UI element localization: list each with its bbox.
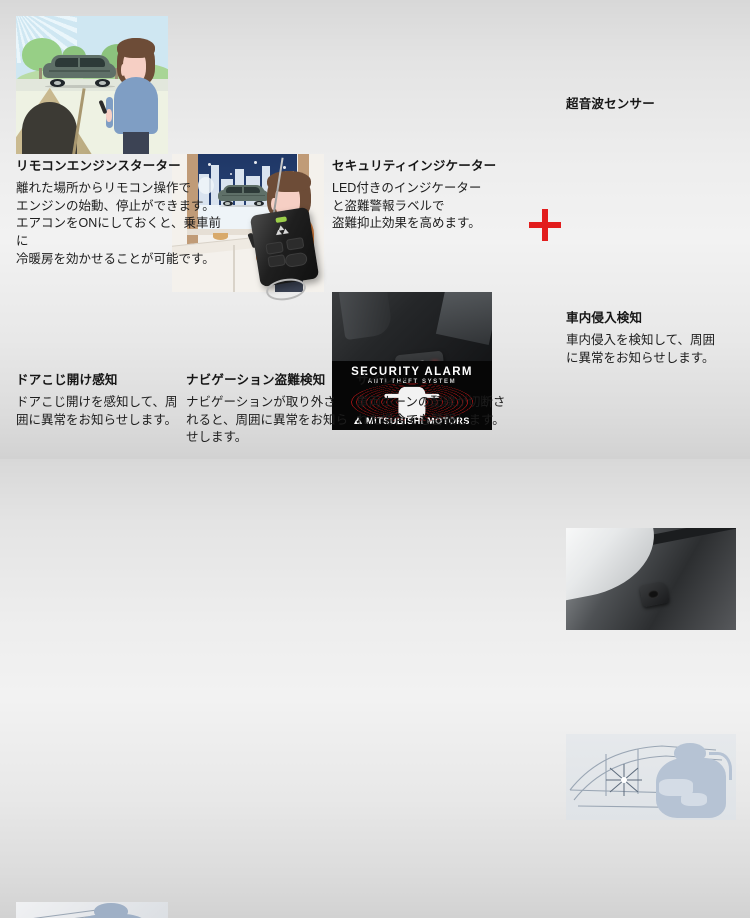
status-led — [275, 216, 288, 223]
remote-starter-line-1: 離れた場所からリモコン操作で — [16, 180, 192, 195]
fob-button-aux[interactable] — [267, 254, 286, 269]
remote-starter-line-2: エンジンの始動、停止ができます。 — [16, 198, 215, 213]
mitsubishi-brand: MITSUBISHI MOTORS — [332, 416, 492, 426]
illustration-camping-remote-start — [16, 16, 168, 154]
mitsubishi-logo-icon — [274, 224, 291, 236]
car-top-view-icon — [384, 387, 441, 418]
remote-starter-line-4: 冷暖房を効かせることが可能です。 — [16, 251, 215, 266]
door-pry-line-2: 囲に異常をお知らせします。 — [16, 412, 178, 427]
icon-door-pry — [16, 902, 168, 918]
vehicle-illustration — [43, 55, 117, 89]
security-indicator-line-1: LED付きのインジケーター — [332, 180, 482, 195]
siren-line-1: 車両ホーンの配線が切断さ — [356, 394, 506, 409]
thief-silhouette — [70, 903, 150, 918]
cabin-intrusion-heading: 車内侵入検知 — [566, 311, 643, 325]
navigation-theft-line-3: せします。 — [186, 430, 248, 445]
plus-sign — [529, 209, 561, 241]
photo-ultrasonic-sensor — [566, 528, 736, 630]
cabin-intrusion-line-1: 車内侵入を検知して、周囲 — [566, 332, 716, 347]
siren-heading: サイレン — [356, 373, 407, 387]
siren-line-2: れた場合でも警報します。 — [356, 412, 505, 427]
fob-button-lock[interactable] — [265, 241, 284, 256]
fob-button-start[interactable] — [284, 252, 309, 269]
door-pry-heading: ドアこじ開け感知 — [16, 373, 118, 387]
security-indicator-heading: セキュリティインジケーター — [332, 159, 497, 173]
photo-security-indicator: SECURITY ALARM ANTI THEFT SYSTEM MITSUBI… — [332, 292, 492, 430]
fob-button-unlock[interactable] — [285, 236, 305, 251]
key-fob-body — [249, 207, 320, 288]
door-pry-text-block: ドアこじ開け感知 ドアこじ開けを感知して、周 囲に異常をお知らせします。 — [16, 372, 192, 429]
security-features-infographic: SECURITY ALARM ANTI THEFT SYSTEM MITSUBI… — [0, 0, 750, 459]
security-alarm-subtitle: ANTI THEFT SYSTEM — [367, 378, 457, 385]
security-indicator-line-2: と盗難警報ラベルで — [332, 198, 445, 213]
security-alarm-title: SECURITY ALARM — [351, 365, 473, 378]
vehicle-illustration — [218, 185, 269, 207]
cabin-intrusion-text-block: 車内侵入検知 車内侵入を検知して、周囲 に異常をお知らせします。 — [566, 310, 746, 367]
navigation-theft-line-2: れると、周囲に異常をお知ら — [186, 412, 349, 427]
navigation-theft-line-1: ナビゲーションが取り外さ — [186, 394, 336, 409]
mitsubishi-logo-icon — [353, 416, 363, 425]
cabin-intrusion-line-2: に異常をお知らせします。 — [566, 350, 715, 365]
anti-theft-label: SECURITY ALARM ANTI THEFT SYSTEM MITSUBI… — [332, 361, 492, 430]
remote-starter-heading: リモコンエンジンスターター — [16, 159, 181, 173]
navigation-theft-heading: ナビゲーション盗難検知 — [186, 373, 326, 387]
intruder-silhouette — [651, 742, 733, 819]
remote-starter-line-3: エアコンをONにしておくと、乗車前に — [16, 216, 222, 249]
remote-starter-text-block: リモコンエンジンスターター 離れた場所からリモコン操作で エンジンの始動、停止が… — [16, 158, 226, 269]
security-indicator-text-block: セキュリティインジケーター LED付きのインジケーター と盗難警報ラベルで 盗難… — [332, 158, 517, 233]
navigation-theft-text-block: ナビゲーション盗難検知 ナビゲーションが取り外さ れると、周囲に異常をお知ら せ… — [186, 372, 362, 447]
security-indicator-line-3: 盗難抑止効果を高めます。 — [332, 216, 481, 231]
illustration-cabin-intrusion — [566, 734, 736, 820]
siren-text-block: サイレン 車両ホーンの配線が切断さ れた場合でも警報します。 — [356, 372, 532, 429]
photo-remote-key-fob — [230, 158, 335, 303]
mitsubishi-brand-text: MITSUBISHI MOTORS — [365, 415, 471, 426]
ultrasonic-sensor-heading: 超音波センサー — [566, 97, 655, 111]
door-pry-line-1: ドアこじ開けを感知して、周 — [16, 394, 178, 409]
person-with-remote — [97, 38, 159, 154]
